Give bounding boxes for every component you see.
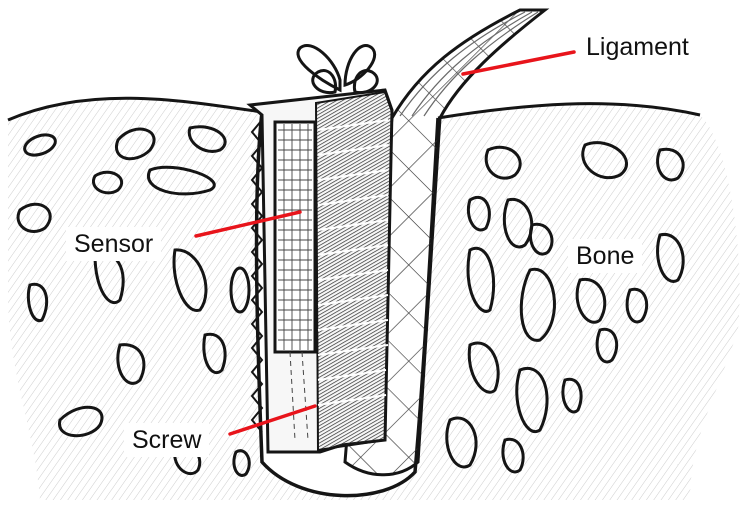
screw	[250, 90, 392, 452]
ligament-knot-icon	[298, 46, 377, 93]
ligament-label: Ligament	[578, 30, 697, 64]
screw-label: Screw	[124, 423, 209, 457]
bone-label: Bone	[568, 239, 642, 273]
sensor-label: Sensor	[66, 227, 161, 261]
